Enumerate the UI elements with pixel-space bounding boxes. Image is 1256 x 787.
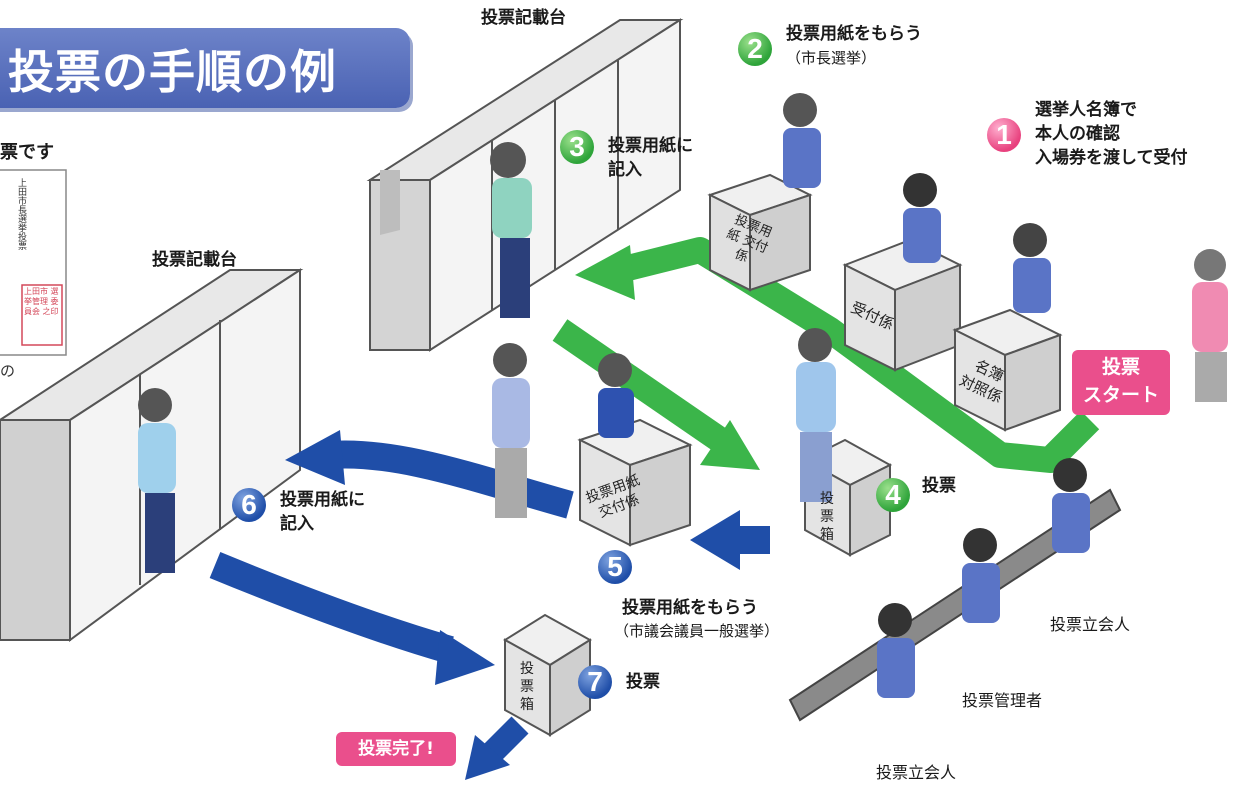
page-title: 投票の手順の例 xyxy=(8,45,337,99)
start-tag: 投票 スタート xyxy=(1072,350,1170,415)
start-tag-line-1: 投票 xyxy=(1101,356,1140,378)
step-1-line-3: 入場券を渡して受付 xyxy=(1035,148,1188,168)
manager-label: 投票管理者 xyxy=(962,691,1043,710)
step-6-line-2: 記入 xyxy=(280,514,314,534)
booth-label-upper: 投票記載台 xyxy=(481,8,566,28)
sample-ballot xyxy=(0,169,67,356)
step-7-badge: 7 xyxy=(578,665,612,699)
step-1-line-2: 本人の確認 xyxy=(1035,124,1120,144)
witness-label-bottom: 投票立会人 xyxy=(876,763,957,782)
ballot-stamp: 上田市 選挙管理 委員会 之印 xyxy=(24,287,59,316)
desks xyxy=(503,173,1122,737)
start-tag-line-2: スタート xyxy=(1082,384,1159,406)
witness-label-top: 投票立会人 xyxy=(1050,615,1131,634)
step-2-sub: （市長選挙） xyxy=(786,49,877,67)
left-booths xyxy=(0,268,304,642)
desk-label-ballot-box-1: 投票箱 xyxy=(820,491,834,543)
upper-booths xyxy=(366,18,684,352)
step-4-badge: 4 xyxy=(876,478,910,512)
end-tag: 投票完了! xyxy=(336,732,456,766)
step-3-badge: 3 xyxy=(560,130,594,164)
ballot-note: 票です xyxy=(0,142,54,163)
ballot-footnote: の xyxy=(0,362,16,380)
people xyxy=(138,93,1228,698)
step-1-badge: 1 xyxy=(987,118,1021,152)
step-2-badge: 2 xyxy=(738,32,772,66)
desk-label-ballot-box-2: 投票箱 xyxy=(520,661,534,713)
green-flow-path xyxy=(616,237,1100,473)
title-banner xyxy=(0,28,410,108)
step-3-line-1: 投票用紙に xyxy=(608,136,693,156)
step-4-line-1: 投票 xyxy=(922,476,956,496)
step-7-line-1: 投票 xyxy=(626,672,660,692)
step-5-badge: 5 xyxy=(598,550,632,584)
ballot-header: 上田市長選挙投票 xyxy=(16,178,26,250)
step-3-line-2: 記入 xyxy=(608,160,642,180)
blue-flow-path-1 xyxy=(329,440,574,519)
booth-label-left: 投票記載台 xyxy=(152,250,237,270)
step-5-line-1: 投票用紙をもらう xyxy=(622,598,758,618)
step-5-sub: （市議会議員一般選挙） xyxy=(614,622,780,640)
step-2-line-1: 投票用紙をもらう xyxy=(786,24,922,44)
step-6-line-1: 投票用紙に xyxy=(280,490,365,510)
step-1-line-1: 選挙人名簿で xyxy=(1035,100,1137,120)
step-6-badge: 6 xyxy=(232,488,266,522)
